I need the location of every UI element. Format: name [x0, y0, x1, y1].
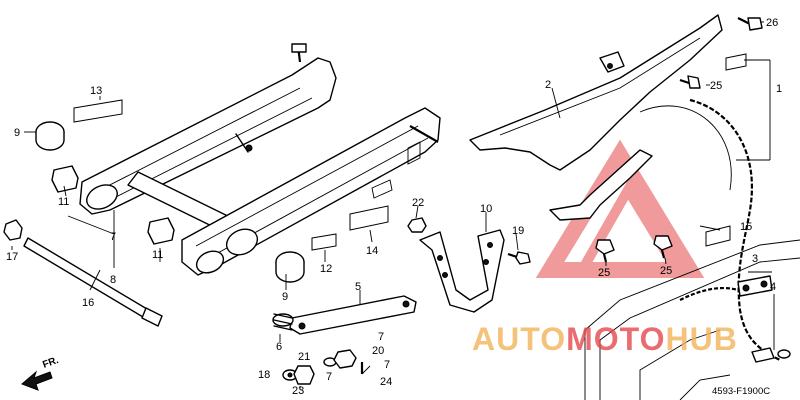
- bushing-upper: [35, 121, 65, 151]
- callout-14: 14: [366, 245, 378, 257]
- bolt-19: [507, 251, 531, 265]
- watermark-word-b: MOTO: [566, 321, 665, 357]
- front-direction-label: FR.: [41, 355, 60, 371]
- frame-outline: [584, 239, 800, 400]
- callout-15: 15: [740, 221, 752, 233]
- callout-18: 18: [258, 369, 270, 381]
- watermark-word-a: AUTO: [472, 321, 566, 357]
- bolt-22: [407, 217, 427, 233]
- drive-chain: [639, 98, 781, 361]
- callout-10: 10: [480, 203, 492, 215]
- bolt-25-top: [679, 75, 701, 89]
- callout-24: 24: [380, 376, 392, 388]
- leader-lines: [11, 21, 775, 390]
- callout-22: 22: [412, 197, 424, 209]
- callout-19: 19: [512, 225, 524, 237]
- callout-8: 8: [110, 274, 116, 286]
- callout-4: 4: [770, 281, 776, 293]
- callout-13: 13: [90, 85, 102, 97]
- callout-7-swingarm: 7: [110, 231, 116, 243]
- callout-20: 20: [372, 345, 384, 357]
- callout-6: 6: [276, 341, 282, 353]
- diagram-code: 4593-F1900C: [712, 386, 770, 397]
- bolt-25-left: [595, 239, 615, 263]
- chain-guide-bracket: [419, 229, 505, 313]
- chain-case: [469, 14, 723, 221]
- callout-25-left: 25: [598, 267, 610, 279]
- callout-11-rear: 11: [152, 249, 163, 261]
- bushing-lower: [275, 251, 305, 283]
- callout-7-pin: 7: [384, 359, 390, 371]
- pivot-bushing-a: [51, 165, 79, 193]
- fastener-set: [282, 349, 364, 385]
- bolt-25-right: [653, 235, 673, 259]
- callout-16: 16: [82, 297, 94, 309]
- callout-25-top: 25: [710, 80, 722, 92]
- chain-master-link: [737, 275, 791, 363]
- callout-numbers: 1 2 3 4 5 6 7 7 7 7 8 9 9 10 11 11 12 13…: [6, 17, 782, 397]
- callout-26: 26: [766, 17, 778, 29]
- front-direction-arrow: [21, 370, 53, 391]
- watermark-text: AUTOMOTOHUB: [472, 321, 738, 357]
- callout-12: 12: [320, 263, 332, 275]
- chain-slider-plate: [289, 295, 417, 335]
- label-sticker-1: [725, 53, 747, 71]
- callout-5: 5: [355, 281, 361, 293]
- label-sticker-15: [705, 225, 731, 247]
- axle-nut: [3, 219, 23, 241]
- callout-9-lower: 9: [282, 291, 288, 303]
- bolt-26: [737, 17, 763, 31]
- callout-9-upper: 9: [14, 127, 20, 139]
- label-sticker-12: [311, 233, 337, 251]
- callout-1: 1: [776, 83, 782, 95]
- swingarm: [79, 43, 441, 276]
- watermark-word-c: HUB: [665, 321, 737, 357]
- spring: [272, 313, 294, 331]
- callout-7-plate: 7: [378, 331, 384, 343]
- callout-2: 2: [545, 79, 551, 91]
- pivot-bushing-b: [147, 217, 175, 245]
- label-sticker-13: [73, 99, 123, 123]
- axle-bolt: [23, 237, 163, 327]
- callout-11-front: 11: [58, 196, 69, 208]
- callout-3: 3: [752, 253, 758, 265]
- callout-7-washer: 7: [326, 371, 332, 383]
- label-sticker-14: [349, 205, 389, 231]
- callout-21: 21: [298, 351, 310, 363]
- callout-25-right: 25: [660, 265, 672, 277]
- callout-23: 23: [292, 385, 304, 397]
- callout-17: 17: [6, 251, 18, 263]
